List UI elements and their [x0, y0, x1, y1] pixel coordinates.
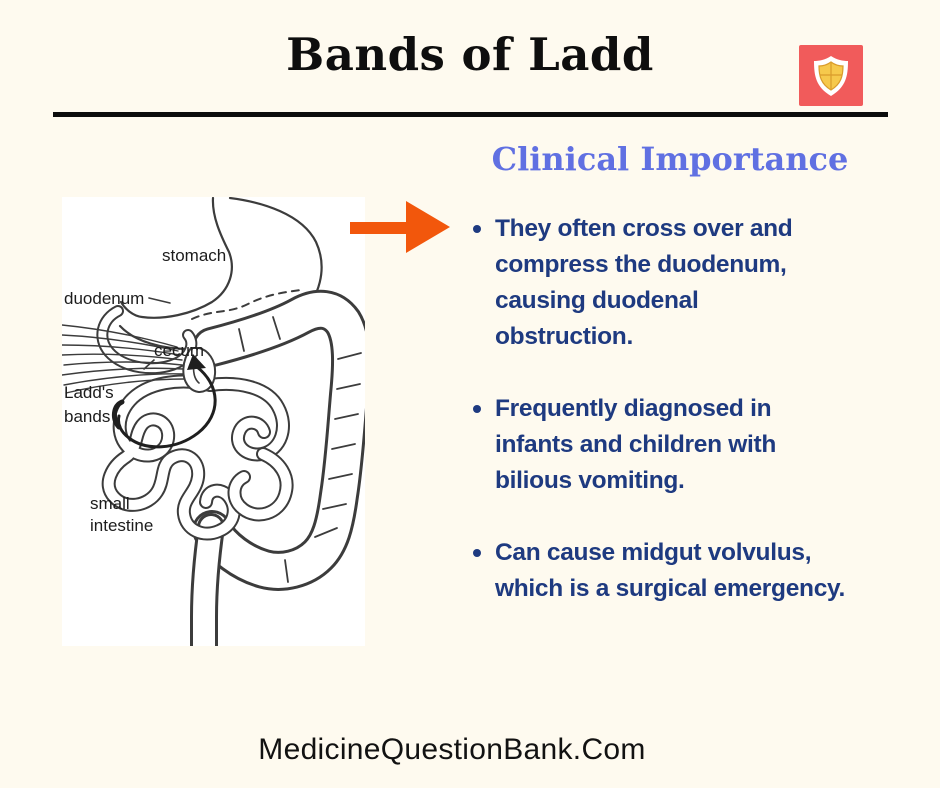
clinical-point-text: Frequently diagnosed in infants and chil…	[495, 395, 777, 494]
bullet-dot-icon	[473, 225, 481, 233]
bullet-dot-icon	[473, 549, 481, 557]
clinical-point: Can cause midgut volvulus, which is a su…	[473, 535, 893, 607]
pointer-arrow-icon	[350, 201, 450, 253]
clinical-point-text: They often cross over and compress the d…	[495, 215, 793, 350]
clinical-point-text: Can cause midgut volvulus, which is a su…	[495, 539, 846, 602]
clinical-points-list: They often cross over and compress the d…	[473, 211, 893, 643]
diagram-label-cecum: cecum	[154, 341, 204, 360]
title-divider	[53, 112, 888, 117]
volvulus-arrowhead	[187, 354, 206, 370]
diagram-label-small-intestine: intestine	[90, 516, 153, 535]
page-title: Bands of Ladd	[286, 28, 654, 81]
clinical-point: Frequently diagnosed in infants and chil…	[473, 391, 893, 499]
footer-watermark: MedicineQuestionBank.Com	[258, 733, 646, 766]
bullet-dot-icon	[473, 405, 481, 413]
diagram-label-ladds-bands: bands	[64, 407, 110, 426]
clinical-point: They often cross over and compress the d…	[473, 211, 893, 355]
clinical-importance-heading: Clinical Importance	[491, 140, 849, 178]
diagram-label-stomach: stomach	[162, 246, 226, 265]
anatomy-diagram: stomach duodenum cecum Ladd's bands smal…	[61, 196, 372, 660]
diagram-label-ladds-bands: Ladd's	[64, 383, 114, 402]
brand-logo	[799, 45, 863, 106]
diagram-label-small-intestine: small	[90, 494, 130, 513]
diagram-label-duodenum: duodenum	[64, 289, 144, 308]
shield-icon	[814, 55, 848, 96]
intestinal-malrotation-illustration: stomach duodenum cecum Ladd's bands smal…	[61, 196, 372, 660]
